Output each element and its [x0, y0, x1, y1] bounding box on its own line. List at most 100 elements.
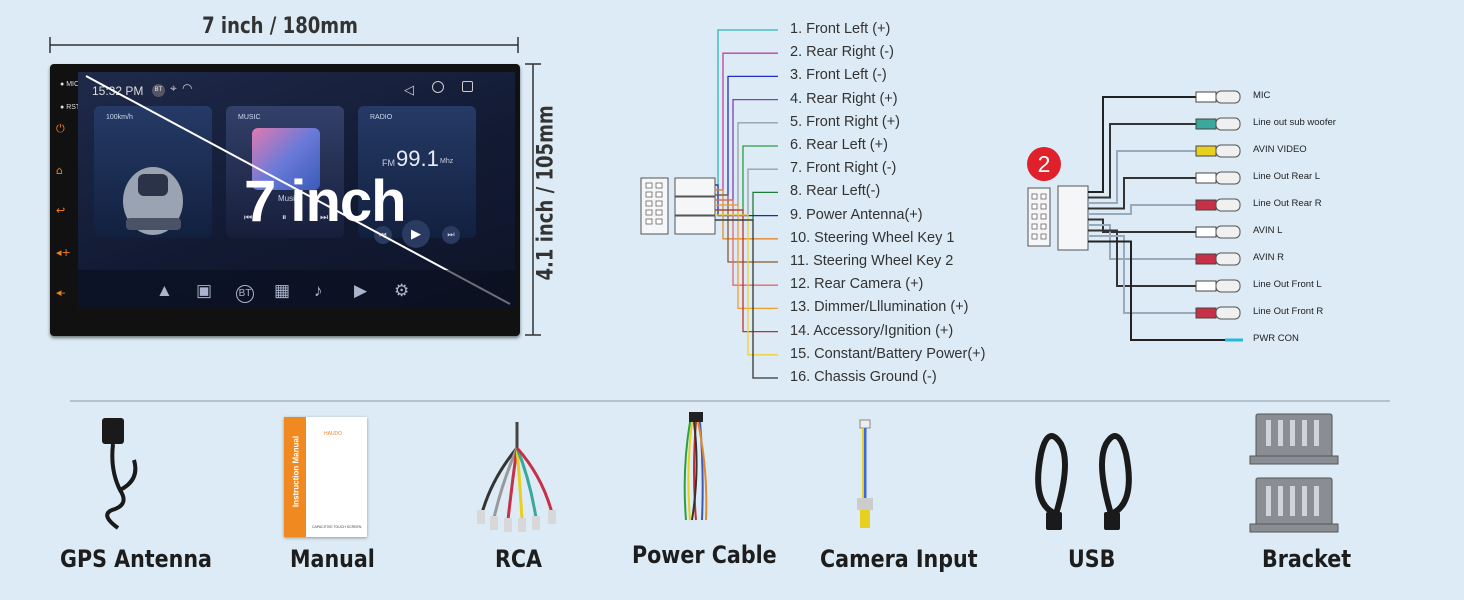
navigation-icon[interactable]: ▲: [156, 281, 173, 300]
wire-label: 9. Power Antenna(+): [790, 206, 923, 223]
bt-dock-icon[interactable]: BT: [236, 285, 254, 303]
radio-next-icon[interactable]: ⏭: [442, 226, 460, 244]
rca-plug: [1195, 307, 1217, 319]
accessory-label: Power Cable: [632, 541, 777, 569]
rca-label: PWR CON: [1253, 333, 1299, 344]
harness-wire: [715, 98, 778, 201]
music-title: MUSIC: [238, 114, 261, 121]
diagonal-measure-line: [85, 75, 511, 305]
music-card[interactable]: MUSIC Music ⏮ ⏸ ⏭: [226, 106, 344, 238]
wire-label: 1. Front Left (+): [790, 21, 891, 37]
manual-image: Instruction Manual HAUDO CAPACITIVE TOUC…: [284, 417, 367, 537]
rca-wire: [1088, 229, 1196, 287]
bt-status-badge: BT: [152, 84, 165, 97]
recents-nav-icon[interactable]: [462, 81, 473, 92]
rca-label: MIC: [1253, 90, 1271, 101]
prev-track-icon[interactable]: ⏮: [244, 212, 253, 222]
width-dimension-label: 7 inch / 180mm: [202, 14, 358, 39]
rca-plug-tip: [1215, 117, 1241, 131]
home-nav-icon[interactable]: [432, 81, 444, 93]
manual-title: Instruction Manual: [291, 435, 301, 508]
rca-cables-image: [477, 422, 556, 532]
harness-wire: [715, 219, 778, 379]
rca-plug-tip: [1215, 90, 1241, 104]
rca-label: AVIN VIDEO: [1253, 144, 1307, 155]
rca-wire: [1088, 150, 1196, 204]
rca-plug-tip: [1215, 279, 1241, 293]
rca-plug-tip: [1215, 198, 1241, 212]
wire-label: 16. Chassis Ground (-): [790, 369, 937, 385]
track-name: Music: [278, 194, 299, 203]
car-card[interactable]: 100km/h: [94, 106, 212, 238]
radio-dock-icon[interactable]: ▣: [196, 281, 213, 300]
connector-2-badge: 2: [1027, 147, 1061, 181]
rca-plug: [1195, 226, 1217, 238]
rca-wire: [1088, 204, 1196, 215]
wire-label: 15. Constant/Battery Power(+): [790, 345, 986, 362]
video-dock-icon[interactable]: ▶: [354, 281, 368, 300]
rca-label: Line Out Front L: [1253, 279, 1322, 290]
rca-label: Line Out Rear L: [1253, 171, 1321, 182]
volume-down-icon[interactable]: ◂-: [56, 286, 66, 299]
accessory-label: USB: [1068, 545, 1116, 573]
rca-plug-tip: [1215, 225, 1241, 239]
radio-band: FM: [382, 158, 395, 168]
wire-label: 4. Rear Right (+): [790, 90, 898, 107]
rca-plug: [1195, 145, 1217, 157]
rca-wire: [1088, 240, 1225, 341]
manual-brand: HAUDO: [324, 431, 343, 437]
rca-plug: [1195, 172, 1217, 184]
rca-plug-tip: [1215, 171, 1241, 185]
usb-cable-image: [1035, 433, 1132, 530]
mic-label: ● MIC: [60, 81, 80, 88]
touch-display[interactable]: 15:32 PM BT ⌖ ◠ ◁ 100km/h MUSIC Music ⏮ …: [78, 72, 515, 308]
settings-icon[interactable]: ⚙: [394, 281, 410, 300]
music-dock-icon[interactable]: ♪: [314, 281, 323, 300]
rca-wire: [1088, 177, 1196, 210]
wire-label: 14. Accessory/Ignition (+): [790, 322, 954, 339]
accessory-label: RCA: [495, 545, 543, 573]
home-icon[interactable]: ⌂: [56, 164, 63, 177]
harness-wire: [715, 204, 778, 310]
harness-wire: [715, 209, 778, 333]
wire-label: 8. Rear Left(-): [790, 183, 881, 200]
rca-plug: [1195, 91, 1217, 103]
rca-plug: [1195, 280, 1217, 292]
radio-frequency: 99.1: [396, 146, 439, 171]
harness-wire: [715, 75, 778, 196]
harness-wire: [715, 214, 778, 356]
radio-play-icon[interactable]: ▶: [402, 220, 430, 248]
wire-label: 10. Steering Wheel Key 1: [790, 229, 955, 246]
power-cable-image: [683, 412, 708, 521]
back-icon[interactable]: ↩: [56, 204, 66, 217]
radio-title: RADIO: [370, 114, 393, 121]
power-icon[interactable]: ⏻: [56, 122, 65, 135]
wire-label: 12. Rear Camera (+): [790, 276, 924, 293]
rca-label: Line out sub woofer: [1253, 117, 1336, 128]
rca-plug-tip: [1215, 252, 1241, 266]
gps-antenna-image: [102, 418, 138, 530]
wiring-harness-diagram: [640, 29, 1243, 379]
wire-label: 7. Front Right (-): [790, 160, 897, 177]
manual-footer: CAPACITIVE TOUCH SCREEN: [312, 525, 362, 529]
volume-up-icon[interactable]: ◂+: [56, 246, 71, 259]
harness-wire: [715, 199, 778, 286]
head-unit: ● MIC ● RST ⏻ ⌂ ↩ ◂+ ◂- 15:32 PM BT ⌖ ◠ …: [50, 64, 520, 336]
wire-label: 2. Rear Right (-): [790, 44, 894, 61]
radio-card[interactable]: RADIO FM 99.1 Mhz ⏮ ▶ ⏭: [358, 106, 476, 248]
camera-input-image: [857, 419, 873, 528]
back-nav-icon[interactable]: ◁: [404, 82, 414, 97]
speed-readout: 100km/h: [106, 114, 133, 121]
apps-icon[interactable]: ▦: [274, 281, 291, 300]
rca-plug-tip: [1215, 306, 1241, 320]
next-track-icon[interactable]: ⏭: [320, 212, 329, 222]
location-icon: ⌖: [170, 81, 177, 95]
pause-icon[interactable]: ⏸: [282, 212, 287, 222]
rca-label: AVIN L: [1253, 225, 1283, 236]
rca-plug-tip: [1215, 144, 1241, 158]
rca-wire: [1088, 96, 1196, 193]
rca-label: AVIN R: [1253, 252, 1284, 263]
rca-label: Line Out Rear R: [1253, 198, 1322, 209]
dock-bar: [78, 270, 515, 308]
rca-label: Line Out Front R: [1253, 306, 1324, 317]
